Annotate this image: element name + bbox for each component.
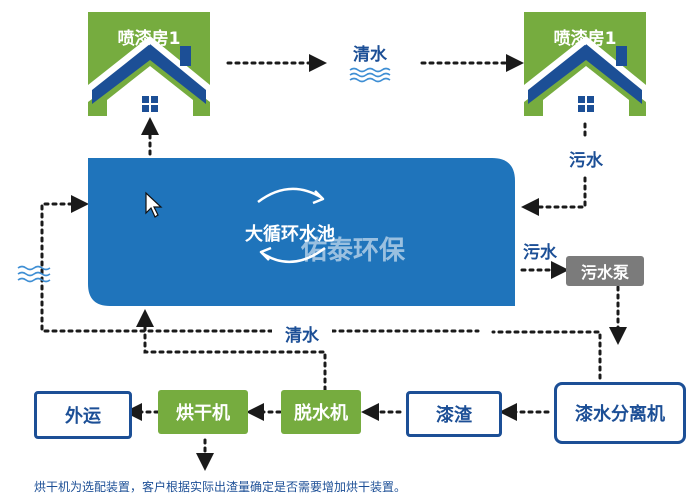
paint-room-right-label: 喷漆房1 xyxy=(553,29,617,49)
arrow-dewater-to-pool xyxy=(136,309,327,392)
outbound-label: 外运 xyxy=(65,406,101,427)
sewage-pump-box: 污水泵 xyxy=(566,256,644,286)
dryer-box: 烘干机 xyxy=(158,390,248,434)
arrow-clean-return-left xyxy=(40,195,274,333)
dewatering-box: 脱水机 xyxy=(281,390,361,434)
paint-room-left-label: 喷漆房1 xyxy=(117,29,181,49)
outbound-box: 外运 xyxy=(34,391,132,439)
mouse-cursor-icon xyxy=(145,191,163,218)
separator-box: 漆水分离机 xyxy=(554,382,686,444)
watermark: 佑泰环保 xyxy=(300,236,405,266)
sludge-box: 漆渣 xyxy=(406,391,502,437)
clean-water-bottom-label: 清水 xyxy=(272,321,332,346)
wave-icon-left xyxy=(17,265,51,283)
arrow-separator-clean-return xyxy=(491,330,602,380)
arrow-sewage-to-pool xyxy=(530,122,587,207)
circulation-icon xyxy=(257,187,326,264)
pool-label: 大循环水池 xyxy=(245,224,335,245)
clean-water-top-label: 清水 xyxy=(353,45,387,65)
paint-room-left-icon xyxy=(88,12,210,116)
footnote: 烘干机为选配装置，客户根据实际出渣量确定是否需要增加烘干装置。 xyxy=(34,480,407,494)
pool-shape xyxy=(88,158,515,306)
separator-label: 漆水分离机 xyxy=(575,404,665,425)
dryer-label: 烘干机 xyxy=(176,403,230,424)
sludge-label: 漆渣 xyxy=(436,405,472,426)
sewage-mid-label: 污水 xyxy=(523,243,557,263)
wave-icon-top xyxy=(349,67,391,83)
dewatering-label: 脱水机 xyxy=(294,403,348,424)
paint-room-right-icon xyxy=(524,12,646,116)
sewage-right-label: 污水 xyxy=(569,151,603,171)
